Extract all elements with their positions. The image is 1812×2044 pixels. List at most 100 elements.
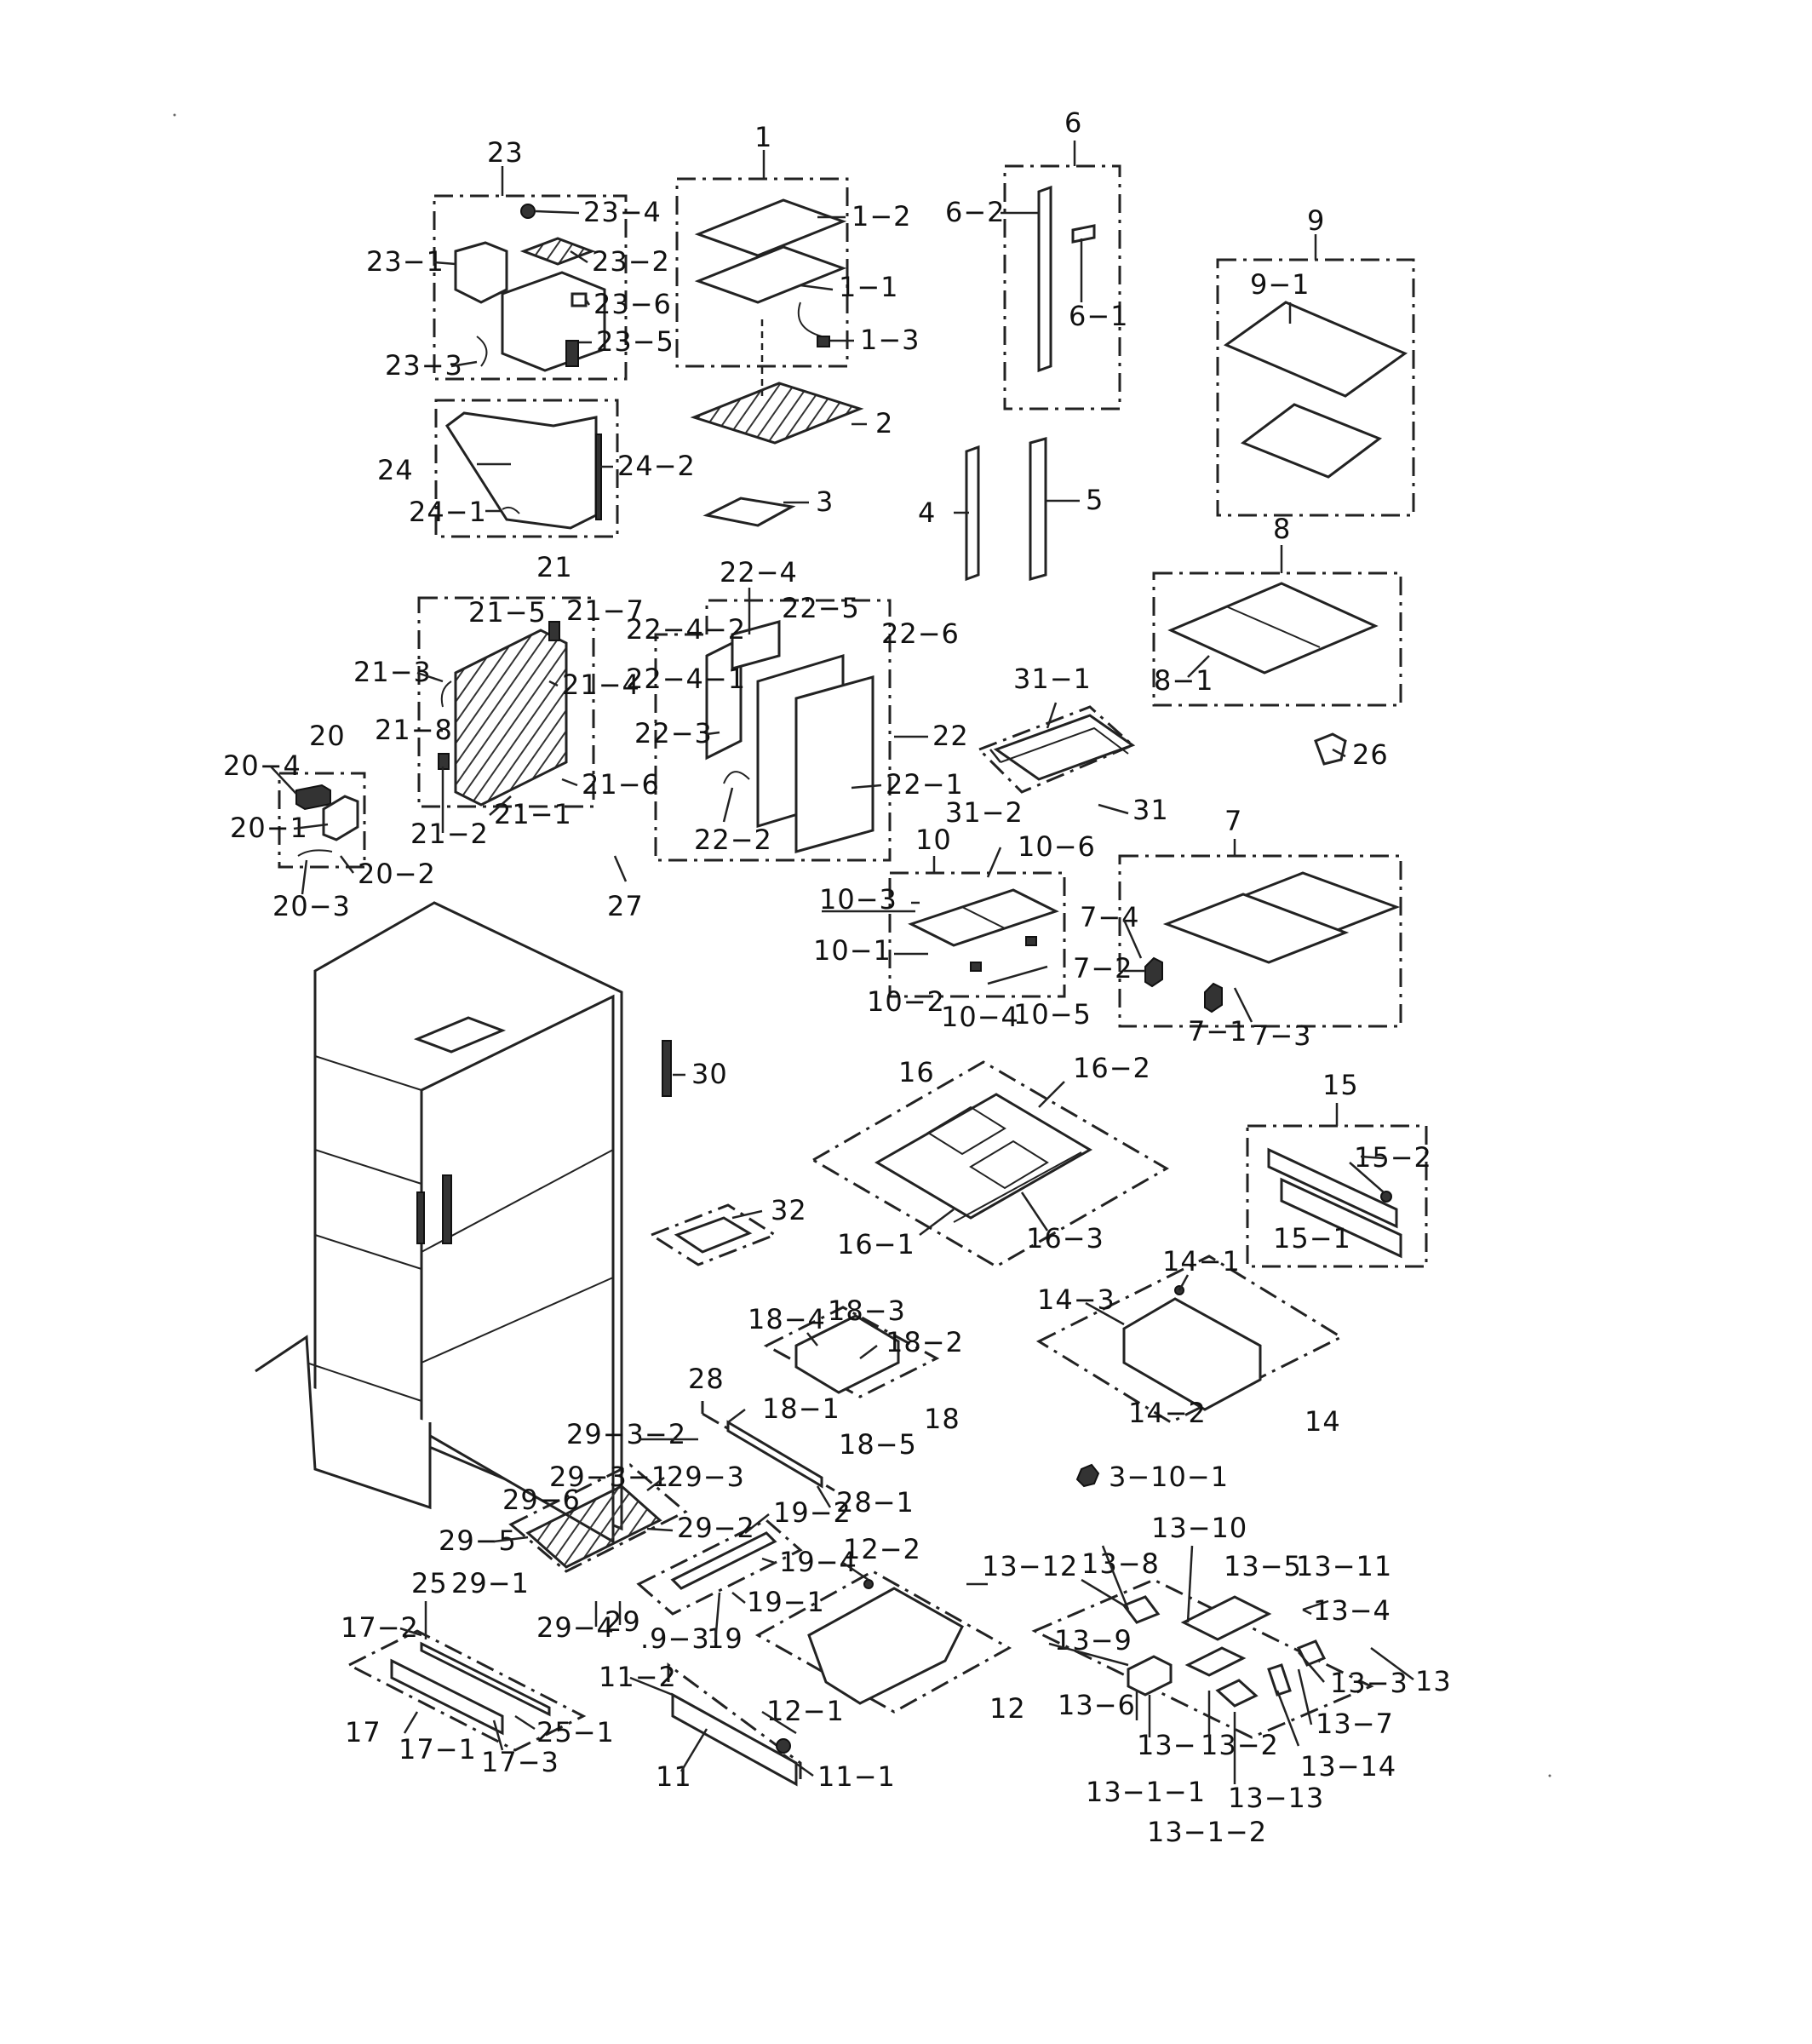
callout-8-1: 8−1 (1154, 664, 1214, 697)
callout-29-3: 29−3 (667, 1461, 745, 1493)
callout-20: 20 (309, 720, 346, 752)
callout-19-1: 19−1 (747, 1586, 825, 1618)
callout-13-10-1: 3−10−1 (1109, 1461, 1229, 1493)
group-15-rail (1246, 1103, 1428, 1268)
callout-20-3: 20−3 (272, 890, 351, 922)
group-13-dispenser (1031, 1463, 1374, 1739)
callout-23-3: 23−3 (385, 349, 463, 382)
callout-24-2: 24−2 (617, 450, 696, 482)
leader-lines (270, 210, 1414, 1784)
part-32-bracket (648, 1203, 778, 1266)
callout-9-1: 9−1 (1250, 268, 1310, 301)
callout-16: 16 (898, 1056, 935, 1088)
callout-24-1: 24−1 (409, 496, 487, 528)
group-7-shelf (1118, 839, 1402, 1028)
callout-29: 29 (605, 1605, 641, 1638)
callout-13-1-2: 13−1−2 (1147, 1816, 1267, 1848)
callout-26: 26 (1352, 738, 1389, 771)
part-2-filter (690, 382, 864, 445)
callout-23-2: 23−2 (592, 245, 670, 278)
callout-14-3: 14−3 (1037, 1283, 1115, 1316)
group-6-rail (1003, 141, 1121, 411)
callout-22-2: 22−2 (694, 824, 772, 856)
callout-22-1: 22−1 (886, 768, 964, 801)
group-14-crisper (1035, 1255, 1345, 1424)
callout-13-3: 13−3 (1330, 1667, 1408, 1699)
callout-28-1: 28−1 (836, 1486, 915, 1519)
callout-7-3: 7−3 (1252, 1019, 1312, 1052)
group-11 (667, 1662, 802, 1787)
refrigerator-cabinet (255, 901, 623, 1544)
callout-21-3: 21−3 (353, 656, 432, 688)
callout-23-5: 23−5 (596, 325, 674, 358)
part-27-pin (613, 855, 628, 882)
callout-13-13: 13−13 (1228, 1782, 1324, 1814)
callout-14: 14 (1305, 1405, 1341, 1438)
group-17 (346, 1629, 587, 1752)
part-5-rail (1029, 437, 1047, 581)
callout-13-8: 13−8 (1081, 1547, 1160, 1580)
callout-16-3: 16−3 (1026, 1222, 1104, 1255)
callout-18-2: 18−2 (886, 1326, 964, 1358)
part-30-strip (662, 1040, 672, 1097)
group-16-crisper-cover (811, 1060, 1169, 1268)
group-18 (763, 1306, 940, 1398)
group-12-drawer (754, 1570, 1012, 1714)
callout-18-4: 18−4 (748, 1303, 826, 1335)
callout-19: 19 (707, 1622, 743, 1655)
group-20-chute (278, 772, 366, 869)
group-10-shelf (888, 856, 1066, 998)
callout-10-4: 10−4 (941, 1001, 1019, 1033)
callout-8: 8 (1273, 513, 1291, 545)
callout-5: 5 (1086, 484, 1104, 516)
callout-13-4: 13−4 (1313, 1594, 1391, 1627)
callout-10-3: 10−3 (819, 883, 897, 916)
callout-21-5: 21−5 (468, 596, 547, 629)
callout-20-2: 20−2 (358, 858, 436, 890)
callout-13-1: 13− (1137, 1729, 1197, 1761)
callout-1-2: 1−2 (852, 200, 912, 233)
group-22-door-panel (654, 599, 892, 862)
group-1-top-cover (675, 150, 849, 396)
group-28-bar (701, 1401, 835, 1492)
callout-11-1: 11−1 (817, 1760, 896, 1793)
callout-13-14: 13−14 (1300, 1750, 1396, 1783)
callout-7-1: 7−1 (1188, 1015, 1248, 1048)
callout-30: 30 (691, 1058, 728, 1090)
callout-7: 7 (1224, 805, 1242, 837)
group-24-ice-bucket (434, 399, 619, 538)
callout-10-2: 10−2 (867, 985, 945, 1018)
callout-29-6: 29−6 (502, 1484, 581, 1516)
callout-22-6: 22−6 (881, 617, 960, 650)
callout-29-1: 29−1 (451, 1567, 530, 1599)
callout-17-3: 17−3 (481, 1746, 559, 1778)
callout-22-4-2: 22−4−2 (626, 613, 746, 646)
callout-6-1: 6−1 (1069, 300, 1129, 332)
callout-13: 13 (1415, 1665, 1452, 1697)
callout-13-1-1: 13−1−1 (1086, 1776, 1206, 1808)
callout-1: 1 (754, 121, 772, 153)
callout-4: 4 (918, 497, 936, 529)
callout-21-4: 21−4 (562, 669, 640, 701)
callout-18: 18 (924, 1403, 960, 1435)
callout-23: 23 (487, 136, 524, 169)
callout-10-1: 10−1 (813, 934, 892, 967)
part-26-clip (1314, 732, 1347, 766)
callout-32: 32 (771, 1194, 807, 1226)
callout-7-2: 7−2 (1073, 952, 1133, 985)
callout-22-3: 22−3 (634, 717, 713, 749)
callout-10: 10 (915, 824, 952, 856)
callout-22-5: 22−5 (782, 592, 860, 624)
callout-10-5: 10−5 (1013, 998, 1092, 1031)
callout-25-1: 25−1 (536, 1716, 615, 1748)
callout-23-4: 23−4 (583, 196, 662, 228)
part-3-bracket (702, 497, 796, 527)
callout-18-5: 18−5 (839, 1428, 917, 1461)
callout-15: 15 (1322, 1069, 1359, 1101)
callout-13-10: 13−10 (1151, 1512, 1247, 1544)
group-19 (636, 1519, 803, 1616)
callout-11-2: 11−2 (599, 1661, 677, 1693)
callout-23-1: 23−1 (366, 245, 444, 278)
callout-13-2: 13−2 (1201, 1729, 1279, 1761)
callout-22-4: 22−4 (720, 556, 798, 589)
